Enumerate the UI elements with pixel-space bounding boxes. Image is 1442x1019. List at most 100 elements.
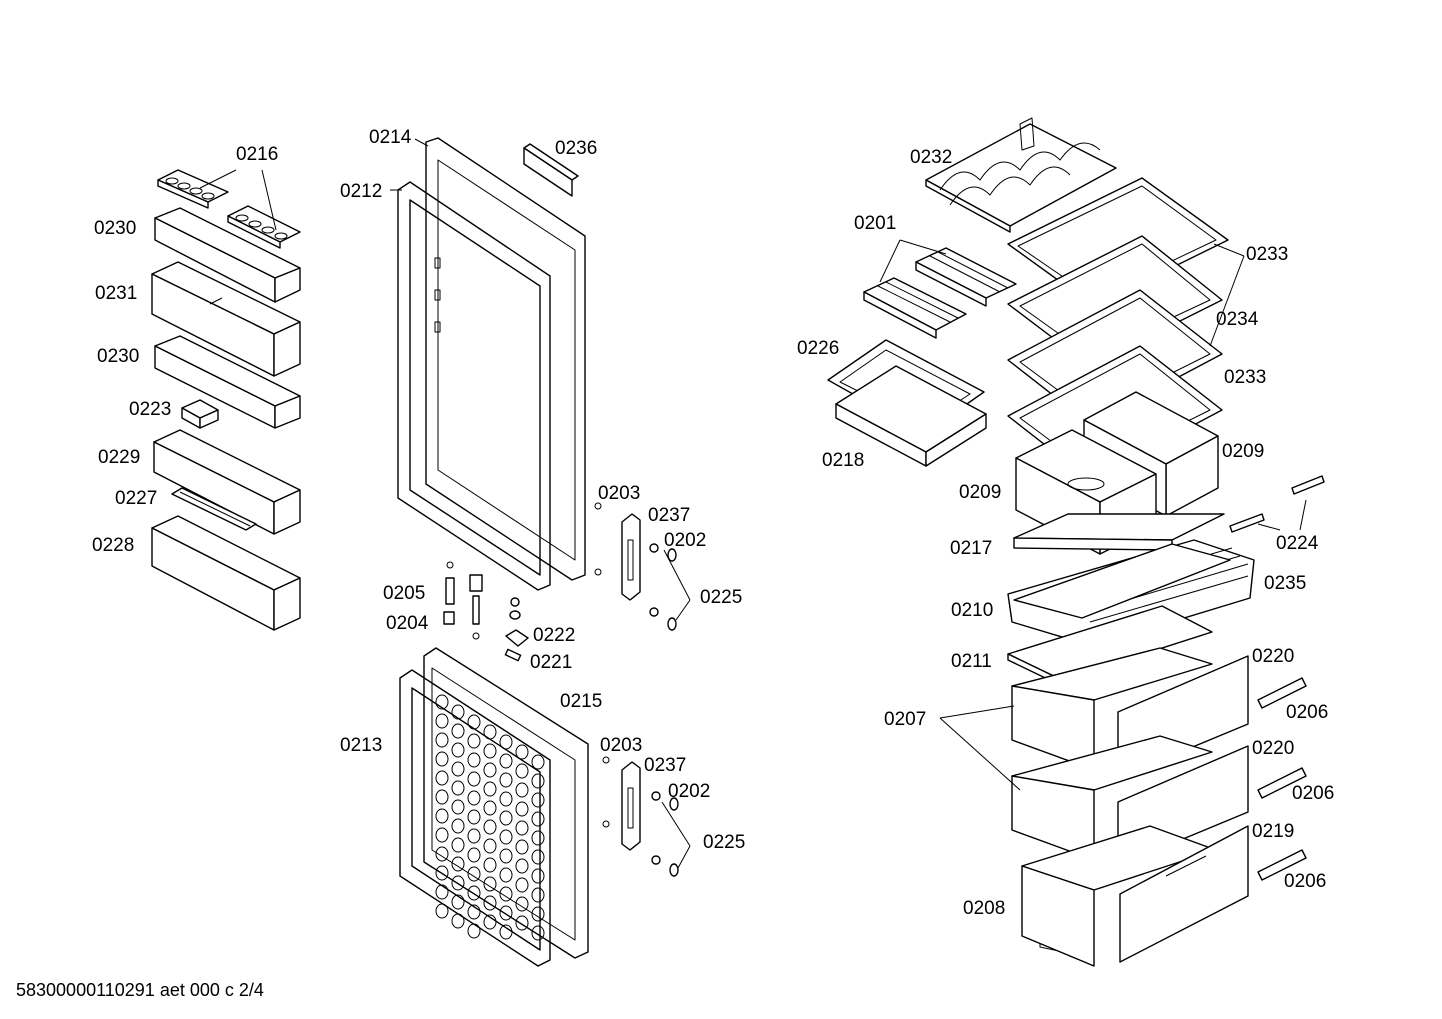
dimple [483,857,497,873]
dimple [483,876,497,892]
label-0225-upper: 0225 [700,587,742,608]
door-inner-dimple-pattern [435,694,545,941]
dimple [499,867,513,883]
dimple [435,903,449,919]
dimple [483,743,497,759]
dimple [483,800,497,816]
dimple [515,763,529,779]
dimple [499,753,513,769]
label-0204: 0204 [386,613,429,634]
hinge-set-upper [594,502,677,631]
label-0206-upper: 0206 [1286,702,1328,723]
label-0229: 0229 [98,447,140,468]
label-0218: 0218 [822,450,864,471]
label-0234: 0234 [1216,309,1259,330]
dimple [531,811,545,827]
label-0208: 0208 [963,898,1005,919]
dimple [451,761,465,777]
label-0203-lower: 0203 [600,735,642,756]
door-shelf-0230-middle [154,335,301,429]
dimple [515,877,529,893]
label-0206-middle: 0206 [1292,783,1334,804]
label-0206-lower: 0206 [1284,871,1326,892]
label-0230-middle: 0230 [97,346,139,367]
dimple [483,724,497,740]
dimple [515,801,529,817]
label-0223: 0223 [129,399,171,420]
dimple [435,770,449,786]
dimple [531,830,545,846]
dimple [435,808,449,824]
callout-labels: 0216 0230 0231 0230 0223 0229 0227 0228 … [92,127,1334,919]
label-0220-upper: 0220 [1252,646,1294,667]
label-0212: 0212 [340,181,382,202]
dimple [499,848,513,864]
dimple [499,734,513,750]
dimple [451,894,465,910]
dimple [531,849,545,865]
label-0215: 0215 [560,691,602,712]
drawer-0208-0219 [1021,825,1249,967]
dimple [435,751,449,767]
dimple [467,904,481,920]
dimple [499,791,513,807]
dimple [467,771,481,787]
dimple [483,895,497,911]
dimple [499,905,513,921]
dimple [467,866,481,882]
small-box-0223 [181,399,219,429]
dimple [531,868,545,884]
ice-tray-0201 [863,247,1017,339]
label-0217: 0217 [950,538,992,559]
label-0237-lower: 0237 [644,755,686,776]
dimple [499,886,513,902]
dimple [499,829,513,845]
label-0202-lower: 0202 [668,781,710,802]
dimple [467,733,481,749]
dimple [515,896,529,912]
shelf-insert-0227 [171,487,257,531]
dimple [435,789,449,805]
dimple [483,819,497,835]
dimple [531,887,545,903]
door-upper-0214 [425,137,586,581]
dimple [515,915,529,931]
door-lower-0215 [423,647,589,959]
label-0207: 0207 [884,709,926,730]
label-0221: 0221 [530,652,572,673]
dimple [451,913,465,929]
hinge-set-lower [602,756,679,877]
label-0203-upper: 0203 [598,483,640,504]
drawing-reference-footer: 58300000110291 aet 000 c 2/4 [16,980,264,1000]
dimple [483,762,497,778]
door-gasket-0213 [399,669,551,967]
door-shelf-0231 [151,261,301,377]
dimple [451,780,465,796]
dimple [531,925,545,941]
dimple [531,792,545,808]
label-0209-right: 0209 [1222,441,1264,462]
dimple [435,827,449,843]
label-0224: 0224 [1276,533,1319,554]
dimple [515,820,529,836]
label-0233-lower: 0233 [1224,367,1266,388]
door-gasket-0212 [397,181,551,591]
dimple [451,818,465,834]
dimple [435,884,449,900]
label-0227: 0227 [115,488,157,509]
dimple [467,847,481,863]
dimple [451,799,465,815]
dimple [451,837,465,853]
dimple [435,846,449,862]
dimple [435,865,449,881]
dimple [435,694,449,710]
label-0230-top: 0230 [94,218,136,239]
label-0213: 0213 [340,735,382,756]
label-0209-left: 0209 [959,482,1001,503]
small-parts-group [443,561,529,662]
dimple [499,772,513,788]
label-0216: 0216 [236,144,278,165]
dimple [483,914,497,930]
